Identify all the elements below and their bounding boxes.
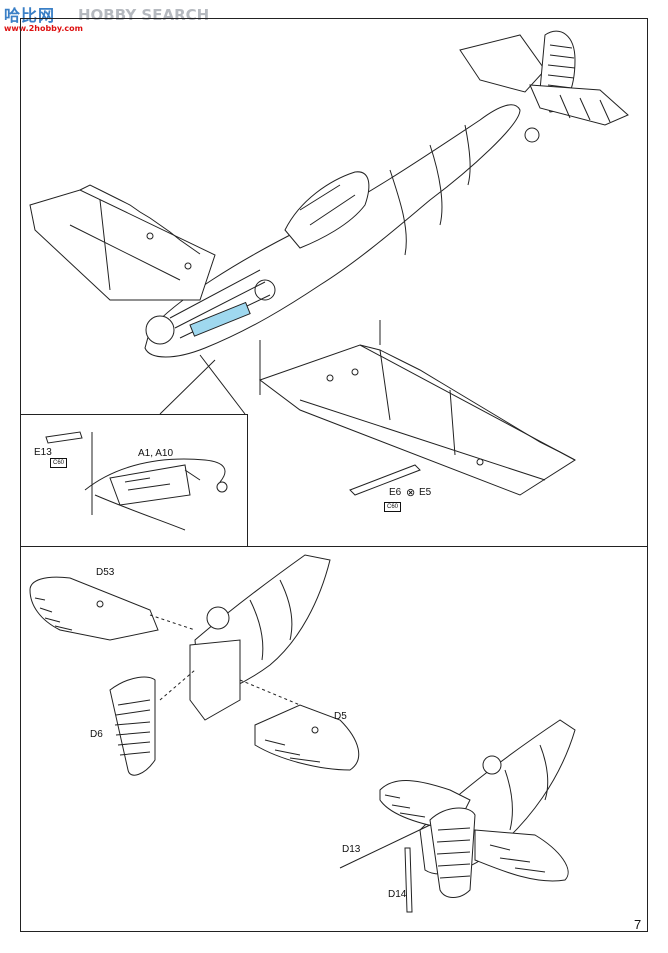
step-divider bbox=[20, 546, 648, 547]
inset-detail-drawing bbox=[45, 431, 228, 531]
alternative-symbol-icon: ⊗ bbox=[406, 487, 416, 499]
part-label-e6: E6 bbox=[389, 487, 402, 498]
fuselage-top-drawing bbox=[29, 30, 629, 496]
page-frame bbox=[20, 18, 648, 932]
part-label-e5: E5 bbox=[419, 487, 432, 498]
part-label-a1-a10: A1, A10 bbox=[138, 448, 174, 459]
watermark-brand-cn: 哈比网 bbox=[4, 6, 56, 25]
part-label-d13: D13 bbox=[342, 844, 361, 855]
color-code-antenna: C60 bbox=[384, 502, 402, 512]
inset-detail-panel bbox=[20, 414, 248, 547]
part-label-e13: E13 bbox=[34, 447, 52, 458]
part-label-d6: D6 bbox=[90, 729, 103, 740]
watermark-url: www.2hobby.com bbox=[4, 24, 84, 33]
watermark-brand-en: HOBBY SEARCH bbox=[78, 6, 210, 24]
part-label-d14: D14 bbox=[388, 889, 407, 900]
part-label-d53: D53 bbox=[96, 567, 115, 578]
tail-assembly-drawing bbox=[29, 554, 576, 913]
color-code-e13: C60 bbox=[50, 458, 68, 468]
part-label-d5: D5 bbox=[334, 711, 347, 722]
page-number: 7 bbox=[634, 917, 642, 932]
